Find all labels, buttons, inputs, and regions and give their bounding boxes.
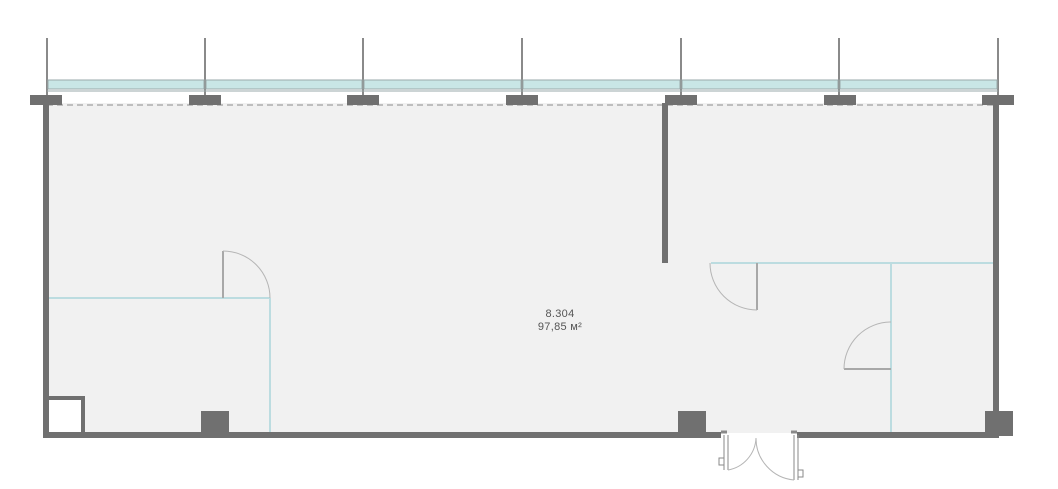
room-area: 97,85 м² <box>537 321 583 333</box>
facade-glass <box>47 79 998 90</box>
facade-mullions <box>46 38 999 96</box>
entrance-door <box>718 430 804 481</box>
interior-wall <box>662 103 668 263</box>
room-number: 8.304 <box>545 308 575 320</box>
bottom-columns <box>201 411 1013 436</box>
outer-walls <box>43 103 999 438</box>
door-left <box>222 250 271 299</box>
door-right <box>843 321 892 370</box>
top-columns <box>30 95 1014 105</box>
door-middle <box>709 262 758 311</box>
floor-area <box>47 103 997 433</box>
shaft <box>45 396 85 436</box>
